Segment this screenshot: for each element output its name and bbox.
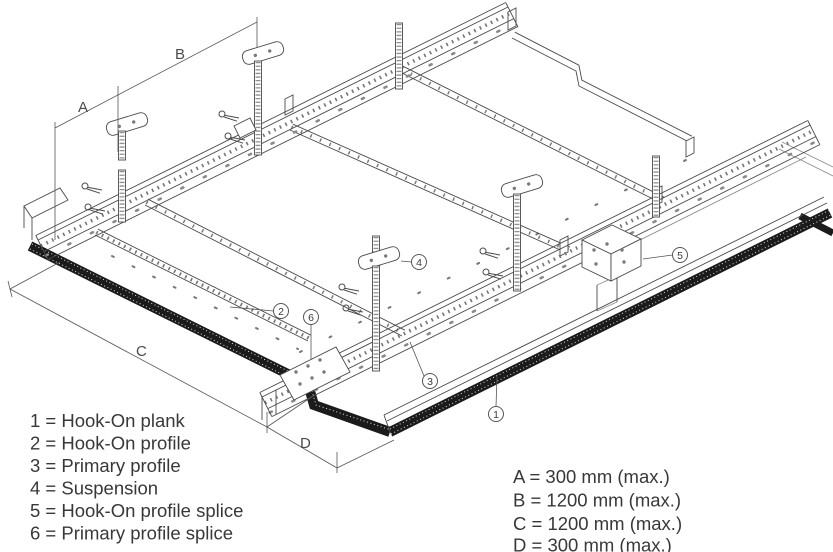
dim-letter-D: D [300,435,311,452]
dim-value-C: C = 1200 mm (max.) [513,513,682,534]
suspension-rod-1 [105,112,149,223]
end-bracket [23,187,69,219]
plank-field-top-edge [507,7,695,158]
suspension-rod-2 [233,41,285,156]
legend-item-2: 2 = Hook-On profile [30,433,191,454]
safety-clips [81,110,504,316]
dim-letter-A: A [78,99,88,116]
suspension-rod-6 [395,22,403,90]
callout-3-number: 3 [427,376,433,388]
safety-clip [479,247,501,259]
callout-1: 1 [488,376,504,422]
safety-clip [224,132,246,144]
legend-item-5: 5 = Hook-On profile splice [30,500,243,521]
callout-3: 3 [409,341,438,389]
callout-6-number: 6 [308,312,314,324]
dimension-lines: A B C D [7,17,395,473]
hanger-bracket [233,117,257,139]
dim-letter-B: B [175,46,185,63]
safety-clip [482,268,504,280]
hook-on-profile-3 [284,94,571,257]
primary-profile-middle [259,120,821,418]
hook-tab [685,136,695,158]
callout-5-number: 5 [677,250,683,262]
legend: 1 = Hook-On plank 2 = Hook-On profile 3 … [30,410,243,544]
primary-profile-splice-plate [279,346,351,401]
dim-value-D: D = 300 mm (max.) [513,535,672,552]
dim-value-B: B = 1200 mm (max.) [513,490,681,511]
callout-1-number: 1 [493,409,499,421]
callout-4: 4 [400,254,427,270]
anchor-plate [357,246,401,270]
legend-item-6: 6 = Primary profile splice [30,523,233,544]
hook-tab [284,94,294,116]
safety-clip [81,182,103,194]
callout-2: 2 [229,303,289,319]
anchor-plate [241,41,285,65]
plank-surfaces [111,141,833,420]
safety-clip [84,203,106,215]
dimension-values: A = 300 mm (max.) B = 1200 mm (max.) C =… [513,466,682,552]
plank-edge-bands [27,196,833,437]
callout-4-number: 4 [416,257,422,269]
suspension-rod-3 [357,235,401,372]
suspension-rod-5 [652,155,660,218]
dim-value-A: A = 300 mm (max.) [513,466,670,487]
safety-clip [342,304,364,316]
callout-2-number: 2 [278,306,284,318]
callout-6: 6 [303,309,319,360]
anchor-plate [500,174,544,198]
legend-item-3: 3 = Primary profile [30,455,181,476]
safety-clip [338,283,360,295]
primary-profile-top [23,2,519,261]
dim-letter-C: C [136,343,147,360]
suspension-rod-4 [500,174,544,292]
hook-on-profile-splice-plate [580,224,643,282]
hook-on-profile-left [94,228,312,342]
anchor-plate [105,112,149,136]
safety-clip [218,110,240,122]
legend-item-1: 1 = Hook-On plank [30,410,186,431]
legend-item-4: 4 = Suspension [30,478,158,499]
callout-5: 5 [642,247,688,263]
